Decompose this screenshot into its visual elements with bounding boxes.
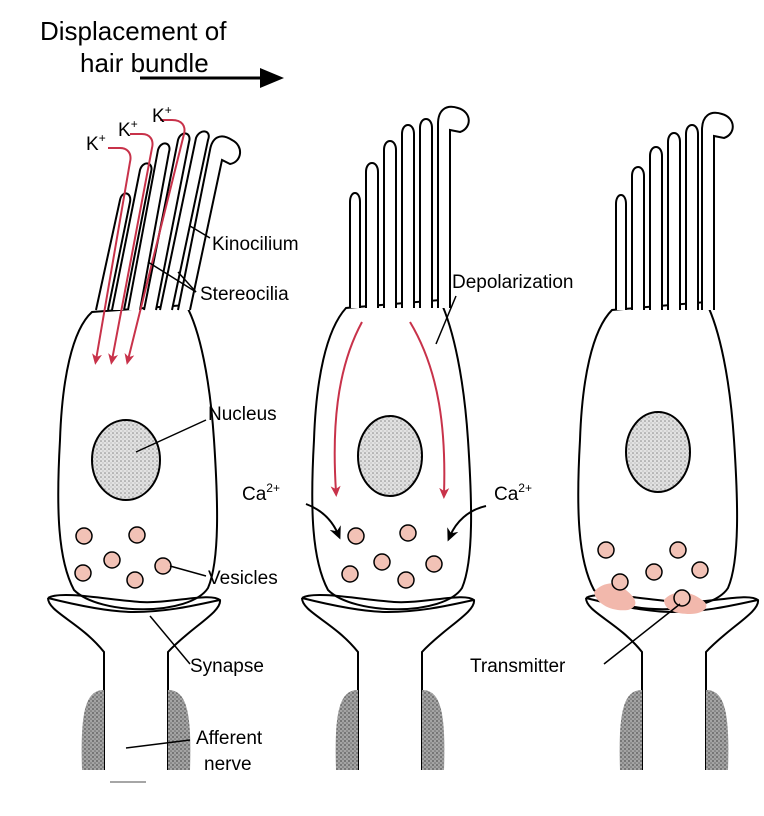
title-line2: hair bundle xyxy=(80,48,209,78)
k-ion-label-2: K+ xyxy=(118,117,138,141)
nucleus-3 xyxy=(625,411,691,493)
leader-lines-cell-1 xyxy=(125,225,211,749)
vesicle xyxy=(397,571,415,589)
vesicle xyxy=(645,563,663,581)
hair-cell-2 xyxy=(301,105,475,770)
leader-line-depolarization xyxy=(435,295,457,345)
label-afferent-line2: nerve xyxy=(204,754,252,775)
nucleus-2 xyxy=(357,415,423,497)
afferent-sheath-2a xyxy=(335,690,358,770)
afferent-sheath-2b xyxy=(422,690,445,770)
vesicle xyxy=(341,565,359,583)
vesicle xyxy=(673,589,691,607)
vesicle xyxy=(128,526,146,544)
vesicle xyxy=(103,551,121,569)
afferent-sheath-1b xyxy=(168,690,191,770)
label-depolarization: Depolarization xyxy=(452,272,573,293)
vesicle xyxy=(611,573,629,591)
depolarization-current xyxy=(330,321,450,499)
vesicles-cell-2 xyxy=(341,524,443,589)
ca-ion-label-right: Ca2+ xyxy=(494,481,532,505)
afferent-terminal-2 xyxy=(301,593,475,770)
label-transmitter: Transmitter xyxy=(470,656,566,677)
vesicle xyxy=(75,527,93,545)
nucleus-1 xyxy=(91,419,161,501)
k-ion-label-1: K+ xyxy=(86,131,106,155)
stereocilia-1 xyxy=(95,130,210,311)
label-stereocilia: Stereocilia xyxy=(200,284,289,305)
vesicle xyxy=(74,564,92,582)
label-afferent-line1: Afferent xyxy=(196,728,263,749)
displacement-arrow xyxy=(140,68,284,88)
kinocilium-2 xyxy=(437,105,470,308)
stereocilia-3 xyxy=(615,124,699,310)
label-synapse: Synapse xyxy=(190,656,264,677)
vesicles-cell-1 xyxy=(74,526,172,589)
stereocilia-2 xyxy=(349,118,433,308)
vesicle xyxy=(669,541,687,559)
vesicle xyxy=(399,524,417,542)
vesicle xyxy=(425,555,443,573)
leader-line-transmitter xyxy=(603,603,681,665)
vesicle xyxy=(691,561,709,579)
afferent-terminal-3 xyxy=(585,593,759,770)
afferent-terminal-1 xyxy=(47,593,221,770)
label-vesicles: Vesicles xyxy=(208,568,278,589)
label-kinocilium: Kinocilium xyxy=(212,234,299,255)
vesicle xyxy=(126,571,144,589)
vesicle xyxy=(373,553,391,571)
afferent-sheath-3b xyxy=(706,690,729,770)
transmitter-cloud-left xyxy=(594,583,636,611)
label-nucleus: Nucleus xyxy=(208,404,277,425)
kinocilium-1 xyxy=(177,135,241,311)
kinocilium-3 xyxy=(701,111,734,310)
vesicle xyxy=(347,527,365,545)
hair-cell-1 xyxy=(47,130,241,770)
afferent-sheath-3a xyxy=(619,690,642,770)
title-line1: Displacement of xyxy=(40,16,227,46)
ca-ion-label-left: Ca2+ xyxy=(242,481,280,505)
afferent-sheath-1a xyxy=(81,690,104,770)
potassium-flow xyxy=(92,119,186,365)
k-ion-label-3: K+ xyxy=(152,103,172,127)
hair-cell-3 xyxy=(577,111,759,770)
calcium-influx-arrows xyxy=(305,503,487,542)
vesicle xyxy=(154,557,172,575)
vesicle xyxy=(597,541,615,559)
vesicles-cell-3 xyxy=(597,541,709,607)
